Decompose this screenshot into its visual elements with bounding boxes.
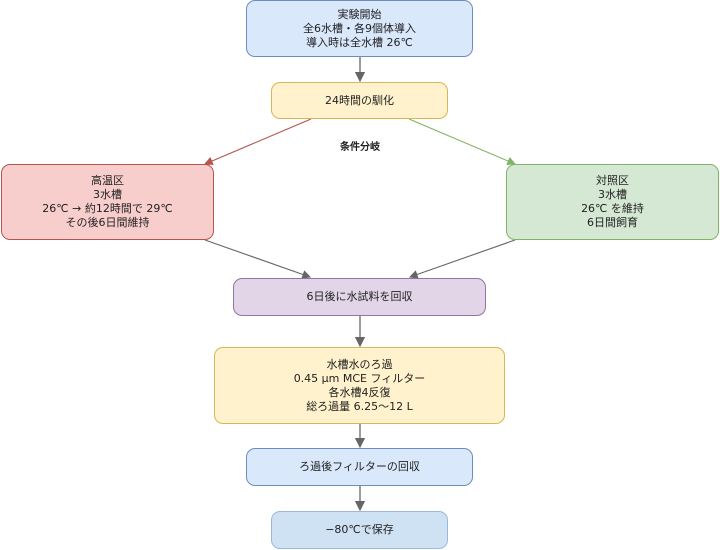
node-high-temp-line: 高温区 <box>91 174 124 187</box>
node-acclimation: 24時間の馴化 <box>271 82 448 119</box>
node-collect-water: 6日後に水試料を回収 <box>233 278 486 316</box>
node-high-temp-line: 3水槽 <box>93 188 122 201</box>
node-start-line: 導入時は全水槽 26℃ <box>306 35 413 49</box>
node-start-line: 実験開始 <box>337 7 382 21</box>
node-high-temp: 高温区 3水槽 26℃ → 約12時間で 29℃ その後6日間維持 <box>1 164 214 240</box>
node-filtration-line: 各水槽4反復 <box>328 385 391 399</box>
node-control-line: 6日間飼育 <box>587 216 638 229</box>
node-collect-water-line: 6日後に水試料を回収 <box>306 290 413 303</box>
node-control-line: 3水槽 <box>598 188 627 201</box>
node-storage: −80℃で保存 <box>271 511 448 549</box>
node-control-line: 対照区 <box>596 174 629 187</box>
node-filtration-line: 総ろ過量 6.25〜12 L <box>306 399 413 413</box>
node-filtration: 水槽水のろ過 0.45 µm MCE フィルター 各水槽4反復 総ろ過量 6.2… <box>214 347 505 424</box>
arrow-to-control <box>408 118 517 166</box>
node-start: 実験開始 全6水槽・各9個体導入 導入時は全水槽 26℃ <box>246 0 473 57</box>
node-collect-filter: ろ過後フィルターの回収 <box>246 448 473 486</box>
node-control: 対照区 3水槽 26℃ を維持 6日間飼育 <box>506 164 719 240</box>
arrow-to-high-temp <box>203 118 312 166</box>
node-control-line: 26℃ を維持 <box>581 202 644 215</box>
arrow-control-to-collect <box>408 239 516 279</box>
node-acclimation-line: 24時間の馴化 <box>325 93 394 107</box>
node-collect-filter-line: ろ過後フィルターの回収 <box>299 460 420 473</box>
node-high-temp-line: 26℃ → 約12時間で 29℃ <box>42 202 173 215</box>
node-start-line: 全6水槽・各9個体導入 <box>303 21 416 35</box>
arrow-high-to-collect <box>204 239 312 279</box>
branch-label: 条件分岐 <box>340 142 380 153</box>
node-filtration-line: 水槽水のろ過 <box>326 357 393 371</box>
node-filtration-line: 0.45 µm MCE フィルター <box>293 371 426 385</box>
node-storage-line: −80℃で保存 <box>325 523 394 536</box>
node-high-temp-line: その後6日間維持 <box>65 216 150 229</box>
